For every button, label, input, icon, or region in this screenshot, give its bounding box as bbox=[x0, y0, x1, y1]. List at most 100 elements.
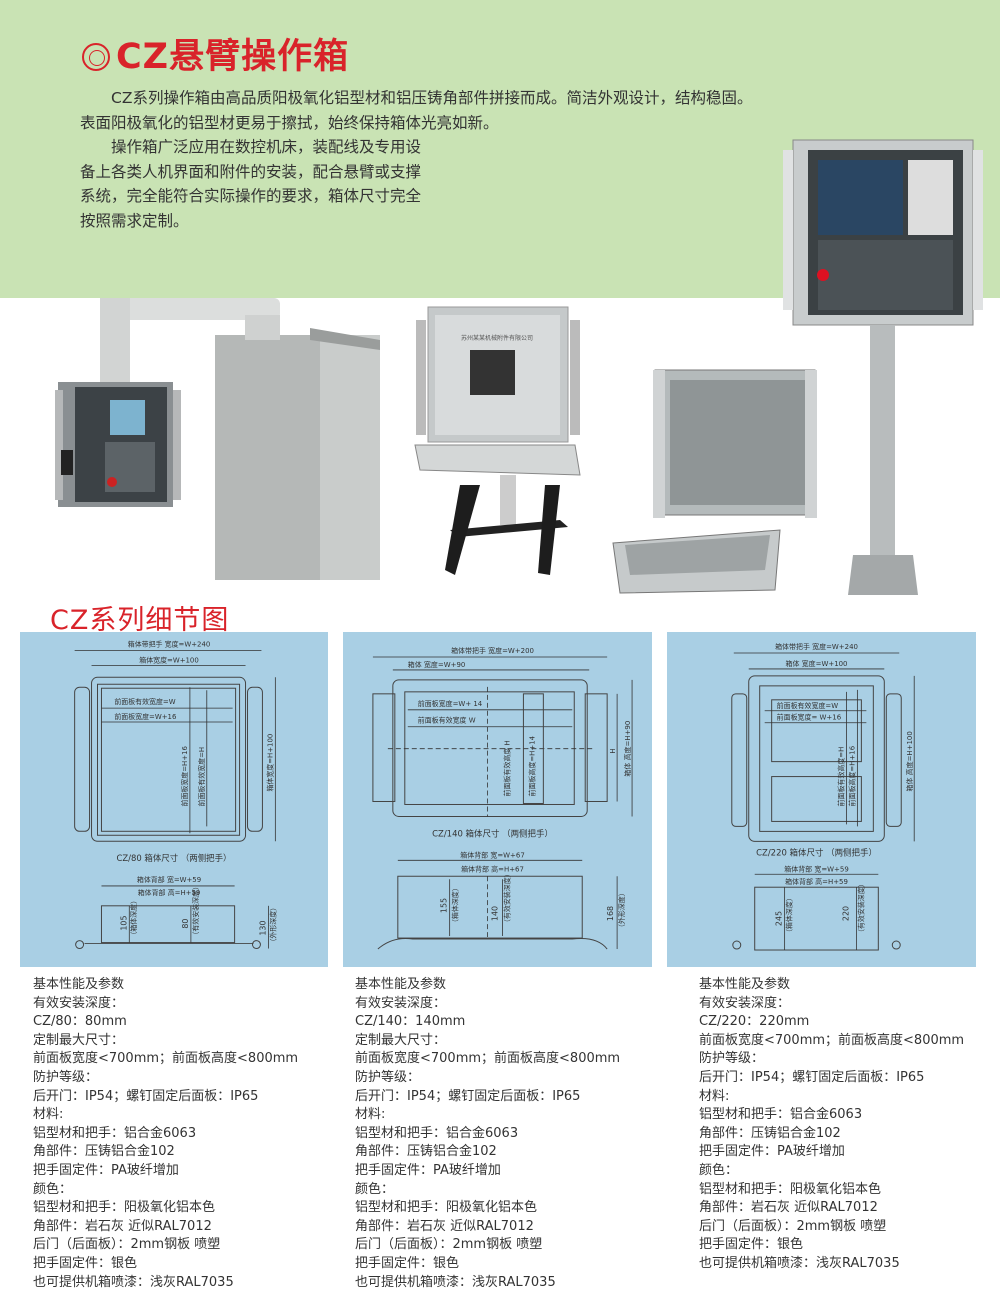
photo-pendant-box bbox=[783, 139, 983, 595]
dim-label: 前面板高度=H+16 bbox=[847, 746, 856, 807]
spec-line: 颜色： bbox=[699, 1162, 739, 1178]
page-title-text: CZ悬臂操作箱 bbox=[116, 37, 350, 77]
spec-line: 也可提供机箱喷漆：浅灰RAL7035 bbox=[33, 1274, 234, 1290]
dim-label: 箱体带把手 宽度=W+240 bbox=[128, 639, 211, 648]
dim-label: 箱体宽度=H+100 bbox=[265, 734, 274, 792]
spec-line: 有效安装深度： bbox=[33, 995, 125, 1011]
spec-line: 前面板宽度<700mm；前面板高度<800mm bbox=[355, 1051, 621, 1067]
spec-line: 后开门：IP54；螺钉固定后面板：IP65 bbox=[699, 1069, 925, 1085]
spec-line: CZ/80：80mm bbox=[33, 1014, 127, 1030]
section-title: CZ系列细节图 bbox=[50, 605, 230, 636]
spec-line: 颜色： bbox=[33, 1181, 73, 1197]
depth-value: 155 bbox=[440, 898, 449, 913]
spec-line: 定制最大尺寸： bbox=[355, 1032, 447, 1048]
depth-label: （有效安装深度） bbox=[502, 870, 511, 926]
spec-column-cz220: 基本性能及参数有效安装深度： CZ/220：220mm 前面板宽度<700mm；前面… bbox=[699, 976, 964, 1274]
spec-line: 基本性能及参数 bbox=[355, 977, 447, 992]
dim-label: 箱体带把手 宽度=W+200 bbox=[451, 646, 534, 655]
spec-line: 角部件：岩石灰 近似RAL7012 bbox=[699, 1200, 878, 1216]
spec-line: 基本性能及参数 bbox=[699, 977, 791, 992]
spec-line: 定制最大尺寸： bbox=[33, 1032, 125, 1048]
photo-arm-mounted-box bbox=[55, 298, 380, 580]
diagram-caption: CZ/140 箱体尺寸 （两侧把手） bbox=[432, 828, 553, 838]
diagram-caption: CZ/80 箱体尺寸 （两侧把手） bbox=[116, 853, 231, 863]
page-title: CZ悬臂操作箱 bbox=[82, 28, 349, 79]
spec-line: 把手固定件：银色 bbox=[699, 1237, 804, 1253]
spec-line: 后门（后面板）：2mm钢板 喷塑 bbox=[355, 1237, 543, 1253]
spec-line: 铝型材和把手：铝合金6063 bbox=[355, 1125, 519, 1141]
spec-line: 角部件：岩石灰 近似RAL7012 bbox=[33, 1218, 212, 1234]
depth-value: 130 bbox=[258, 920, 267, 935]
depth-label: （外形深度） bbox=[617, 889, 626, 931]
spec-line: 材料: bbox=[355, 1107, 386, 1123]
spec-line: 铝型材和把手：阳极氧化铝本色 bbox=[355, 1200, 538, 1216]
dim-label: 箱体背部 宽=W+59 bbox=[784, 864, 849, 873]
intro-line: 系统，完全能符合实际操作的要求，箱体尺寸完全 bbox=[80, 187, 422, 205]
spec-line: 把手固定件：PA玻纤增加 bbox=[699, 1144, 845, 1160]
spec-line: 后开门：IP54；螺钉固定后面板：IP65 bbox=[355, 1088, 581, 1104]
dim-label: 前面板宽度=W+16 bbox=[114, 712, 176, 721]
intro-line: 备上各类人机界面和附件的安装，配合悬臂或支撑 bbox=[80, 162, 422, 181]
photo-desk-stand-box: 苏州某某机械附件有限公司 bbox=[414, 306, 581, 575]
diagram-cz220: 箱体带把手 宽度=W+240 箱体 宽度=W+100 前面板有效宽度=W 前面板… bbox=[667, 632, 976, 967]
spec-line: 前面板宽度<700mm；前面板高度<800mm bbox=[33, 1051, 299, 1067]
spec-line: CZ/140：140mm bbox=[355, 1014, 466, 1030]
depth-label: （箱体深度） bbox=[451, 884, 460, 926]
dim-label: 前面板有效宽度=H bbox=[197, 747, 206, 807]
dim-label: 前面板宽度=H+16 bbox=[180, 746, 189, 806]
spec-line: CZ/220：220mm bbox=[699, 1014, 810, 1030]
spec-line: 后门（后面板）：2mm钢板 喷塑 bbox=[699, 1218, 887, 1234]
spec-line: 角部件：岩石灰 近似RAL7012 bbox=[355, 1218, 534, 1234]
spec-line: 前面板宽度<700mm；前面板高度<800mm bbox=[699, 1032, 965, 1048]
intro-line: 操作箱广泛应用在数控机床，装配线及专用设 bbox=[111, 138, 422, 156]
photo-open-box bbox=[612, 369, 817, 594]
dim-label: 箱体背部 宽=W+59 bbox=[137, 875, 201, 884]
spec-line: 把手固定件：PA玻纤增加 bbox=[355, 1162, 501, 1178]
depth-label: （有效安装深度） bbox=[191, 883, 200, 939]
spec-column-cz80: 基本性能及参数有效安装深度： CZ/80：80mm 定制最大尺寸： 前面板宽度<700… bbox=[33, 976, 298, 1292]
intro-line: CZ系列操作箱由高品质阳极氧化铝型材和铝压铸角部件拼接而成。简洁外观设计，结构稳… bbox=[111, 89, 753, 107]
spec-line: 有效安装深度： bbox=[699, 995, 791, 1011]
spec-line: 铝型材和把手：铝合金6063 bbox=[33, 1125, 197, 1141]
spec-line: 基本性能及参数 bbox=[33, 977, 125, 992]
diagram-cz140: 箱体带把手 宽度=W+200 箱体 宽度=W+90 前面板宽度=W+ 14 前面… bbox=[343, 632, 652, 967]
depth-value: 245 bbox=[775, 911, 784, 926]
spec-line: 把手固定件：PA玻纤增加 bbox=[33, 1162, 179, 1178]
spec-line: 防护等级： bbox=[699, 1051, 765, 1067]
depth-value: 168 bbox=[606, 906, 615, 921]
spec-line: 也可提供机箱喷漆：浅灰RAL7035 bbox=[355, 1274, 556, 1290]
spec-line: 防护等级： bbox=[355, 1069, 421, 1085]
spec-line: 把手固定件：银色 bbox=[33, 1255, 138, 1271]
double-circle-icon bbox=[82, 43, 110, 71]
depth-label: （有效安装深度） bbox=[856, 880, 865, 936]
dim-label: 箱体 宽度=W+90 bbox=[408, 660, 466, 669]
spec-line: 颜色： bbox=[355, 1181, 395, 1197]
spec-line: 铝型材和把手：阳极氧化铝本色 bbox=[699, 1181, 882, 1197]
dim-label: 箱体 宽度=W+100 bbox=[786, 659, 848, 668]
diagram-cz80: 箱体带把手 宽度=W+240 箱体宽度=W+100 前面板有效宽度=W 前面板宽… bbox=[20, 632, 328, 967]
spec-line: 铝型材和把手：阳极氧化铝本色 bbox=[33, 1200, 216, 1216]
dim-label: 前面板有效高度=H bbox=[836, 747, 845, 807]
dim-label: 前面板宽度=W+ 14 bbox=[418, 699, 483, 708]
spec-line: 也可提供机箱喷漆：浅灰RAL7035 bbox=[699, 1255, 900, 1271]
dim-label: H bbox=[609, 748, 617, 753]
dim-label: 前面板宽度= W+16 bbox=[777, 713, 842, 722]
nameplate-text: 苏州某某机械附件有限公司 bbox=[461, 334, 533, 342]
spec-line: 角部件：压铸铝合金102 bbox=[33, 1144, 175, 1160]
spec-line: 防护等级： bbox=[33, 1069, 99, 1085]
spec-line: 有效安装深度： bbox=[355, 995, 447, 1011]
dim-label: 箱体带把手 宽度=W+240 bbox=[775, 642, 858, 651]
dim-label: 前面板高度=H+14 bbox=[527, 735, 536, 796]
depth-value: 80 bbox=[181, 919, 190, 929]
dim-label: 前面板有效高度 H bbox=[502, 740, 511, 796]
spec-line: 后门（后面板）：2mm钢板 喷塑 bbox=[33, 1237, 221, 1253]
spec-line: 把手固定件：银色 bbox=[355, 1255, 460, 1271]
dim-label: 前面板有效宽度=W bbox=[114, 697, 175, 706]
depth-label: （箱体深度） bbox=[129, 897, 138, 939]
depth-value: 140 bbox=[491, 906, 500, 921]
depth-label: （箱体深度） bbox=[785, 894, 794, 936]
spec-line: 材料: bbox=[699, 1088, 730, 1104]
dim-label: 箱体背部 高=H+59 bbox=[785, 877, 848, 886]
spec-line: 角部件：压铸铝合金102 bbox=[355, 1144, 497, 1160]
dim-label: 箱体背部 高=H+67 bbox=[461, 864, 524, 873]
